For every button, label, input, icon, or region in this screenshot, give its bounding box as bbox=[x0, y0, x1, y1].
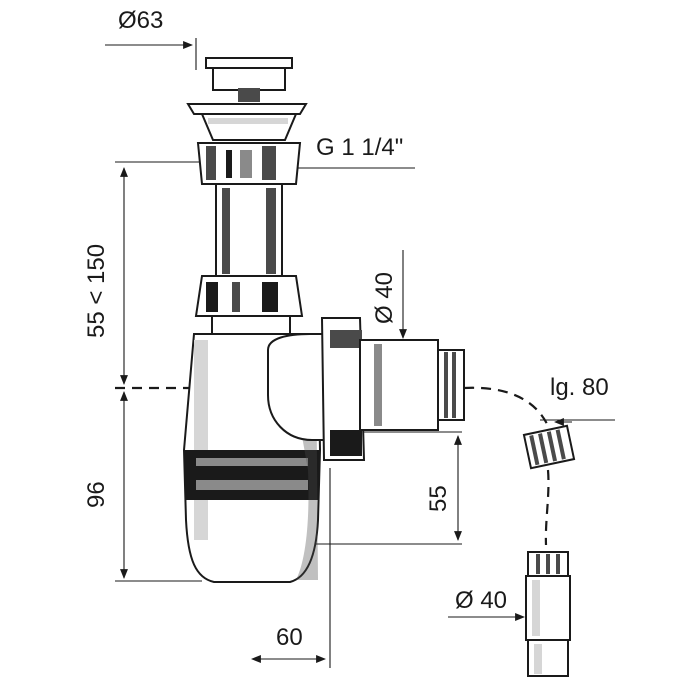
vertical-tube bbox=[215, 183, 283, 277]
elbow-outlet bbox=[267, 317, 465, 461]
label-outlet-diameter-top: Ø 40 bbox=[371, 272, 398, 324]
label-height-range: 55 < 150 bbox=[83, 244, 110, 338]
outlet-tube bbox=[525, 551, 571, 677]
label-lower-height: 96 bbox=[83, 481, 110, 508]
label-horizontal-offset: 60 bbox=[276, 624, 303, 651]
label-outlet-offset-height: 55 bbox=[425, 485, 452, 512]
label-bottom-diameter: Ø 40 bbox=[455, 587, 507, 614]
drain-plug bbox=[186, 57, 308, 141]
label-top-diameter: Ø63 bbox=[118, 7, 163, 34]
label-thread: G 1 1/4" bbox=[316, 134, 403, 161]
label-outlet-length: lg. 80 bbox=[550, 374, 609, 401]
upper-nut bbox=[196, 142, 302, 185]
angled-adapter bbox=[522, 424, 576, 470]
lower-nut bbox=[194, 275, 304, 335]
dimension-labels: Ø63 G 1 1/4" 55 < 150 Ø 40 lg. 80 96 55 … bbox=[83, 7, 609, 651]
